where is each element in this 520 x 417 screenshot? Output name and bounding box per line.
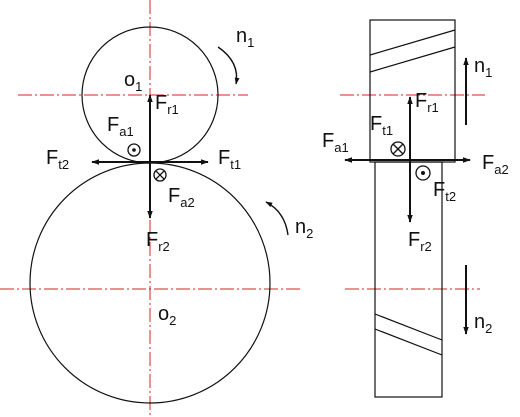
dot-in-circle-icon <box>127 143 141 157</box>
curved-arrow-icon <box>217 46 240 85</box>
label-ft2-left: Ft2 <box>46 147 69 172</box>
label-ft1-right: Ft1 <box>370 113 393 138</box>
cross-in-circle-icon <box>153 168 167 182</box>
label-fr1-right: Fr1 <box>415 90 439 115</box>
gear-1-side-view <box>369 19 456 163</box>
centerlines <box>0 0 485 417</box>
label-fa2-right: Fa2 <box>482 152 509 177</box>
label-o1: o1 <box>124 69 142 94</box>
left-force-arrows <box>91 94 209 219</box>
label-n2: n2 <box>295 216 313 241</box>
labels: n1 o1 Fr1 Fa1 Ft2 Ft1 Fa2 Fr2 n2 o2 n1 F… <box>46 25 509 336</box>
label-fr2-right: Fr2 <box>408 229 432 254</box>
label-fr1-left: Fr1 <box>155 92 179 117</box>
label-fa1-right: Fa1 <box>322 130 349 155</box>
label-n1: n1 <box>236 25 254 50</box>
label-ft2-right: Ft2 <box>433 179 456 204</box>
label-o2: o2 <box>158 303 176 328</box>
label-n2-right: n2 <box>474 311 492 336</box>
label-fa1-left: Fa1 <box>107 114 134 139</box>
label-fr2-left: Fr2 <box>146 229 170 254</box>
label-fa2-left: Fa2 <box>168 185 195 210</box>
dot-in-circle-icon <box>415 165 431 181</box>
cross-in-circle-icon <box>390 141 406 157</box>
gear-2-side-view <box>374 161 443 398</box>
label-n1-right: n1 <box>474 55 492 80</box>
curved-arrow-icon <box>265 201 289 236</box>
label-ft1-left: Ft1 <box>218 147 241 172</box>
right-force-arrows <box>344 57 471 335</box>
